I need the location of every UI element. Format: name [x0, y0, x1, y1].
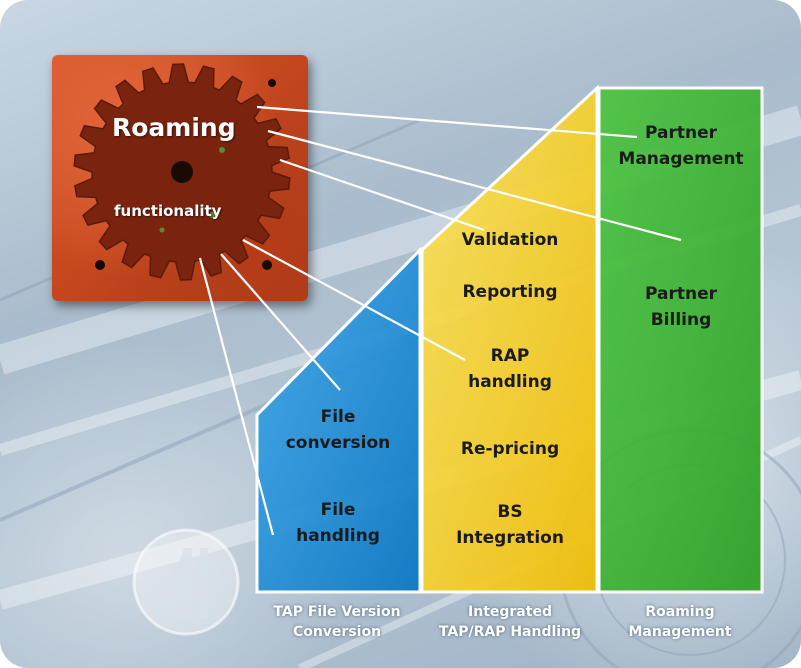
connector-partner-management — [256, 105, 638, 139]
item-rap-handling-line1: RAP — [490, 346, 530, 366]
connector-rap-handling — [242, 239, 466, 361]
connector-file-conversion — [220, 253, 341, 391]
item-partner-billing-line1: Partner — [644, 284, 717, 304]
functionality-subtitle: functionality — [114, 202, 222, 220]
item-partner-management-line2: Management — [618, 149, 744, 169]
caption-roaming-management: Roaming Management — [600, 602, 760, 642]
item-reporting-line1: Reporting — [462, 282, 558, 302]
column-tap-bar — [255, 246, 422, 594]
item-partner-billing-line2: Billing — [650, 310, 712, 330]
item-file-conversion: File conversion — [262, 404, 414, 456]
item-bs-integration-line2: Integration — [456, 528, 564, 548]
item-file-handling: File handling — [262, 497, 414, 549]
caption-roaming-line2: Management — [628, 624, 732, 640]
item-file-conversion-line1: File — [320, 407, 356, 427]
item-file-conversion-line2: conversion — [285, 433, 391, 453]
item-bs-integration: BS Integration — [428, 499, 592, 551]
caption-roaming-line1: Roaming — [645, 604, 715, 620]
column-roaming-bar — [597, 86, 764, 594]
item-validation-line1: Validation — [461, 230, 559, 250]
caption-integrated-line1: Integrated — [468, 604, 552, 620]
item-file-handling-line2: handling — [296, 526, 380, 546]
item-partner-management-line1: Partner — [644, 123, 717, 143]
item-bs-integration-line1: BS — [497, 502, 523, 522]
gear-plate: Roaming functionality — [52, 55, 308, 301]
item-reporting: Reporting — [428, 279, 592, 305]
connector-file-handling — [198, 257, 275, 536]
item-partner-management: Partner Management — [602, 120, 760, 172]
caption-tap-file-version-conversion: TAP File Version Conversion — [252, 602, 422, 642]
item-file-handling-line1: File — [320, 500, 356, 520]
logo-icon — [132, 528, 240, 636]
roaming-title: Roaming — [112, 113, 236, 142]
connector-validation — [279, 158, 485, 232]
column-integrated-bar — [420, 84, 599, 594]
gear-icon — [73, 63, 291, 281]
caption-integrated-line2: TAP/RAP Handling — [438, 624, 582, 640]
item-partner-billing: Partner Billing — [602, 281, 760, 333]
caption-tap-line2: Conversion — [292, 624, 382, 640]
item-rap-handling: RAP handling — [428, 343, 592, 395]
caption-tap-line1: TAP File Version — [273, 604, 401, 620]
caption-integrated-tap-rap-handling: Integrated TAP/RAP Handling — [420, 602, 600, 642]
item-re-pricing: Re-pricing — [428, 436, 592, 462]
item-validation: Validation — [428, 227, 592, 253]
connector-partner-billing — [267, 129, 682, 242]
item-re-pricing-line1: Re-pricing — [460, 439, 560, 459]
item-rap-handling-line2: handling — [468, 372, 552, 392]
